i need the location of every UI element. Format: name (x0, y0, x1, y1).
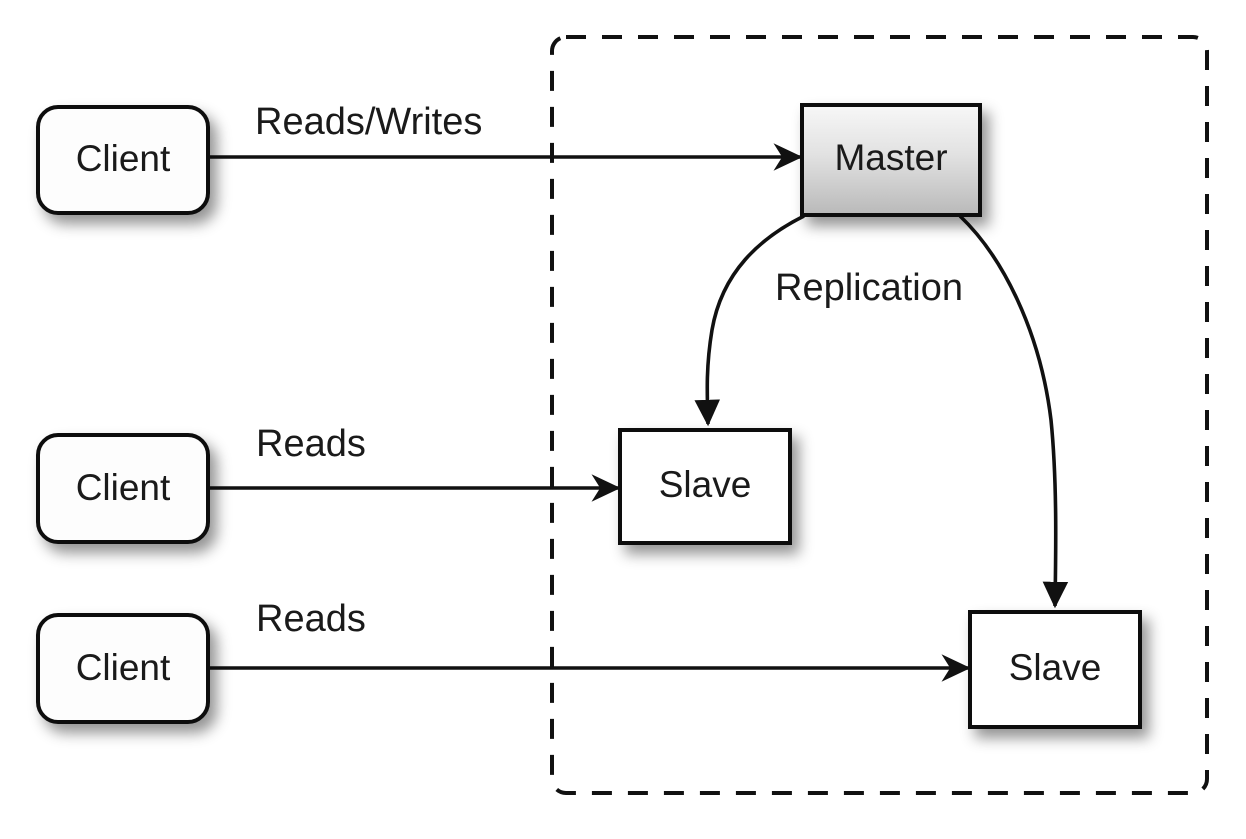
edge-label-replication: Replication (775, 267, 963, 309)
edge-label-reads-writes: Reads/Writes (255, 101, 482, 143)
client2-box (36, 433, 210, 544)
slave2-label: Slave (1009, 647, 1102, 688)
slave1-label: Slave (659, 464, 752, 505)
slave2-box (968, 610, 1142, 729)
edge-label-reads-slave2: Reads (256, 598, 366, 640)
node-client1[interactable]: Client (36, 105, 210, 215)
edge-master-to-slave2-replication (958, 214, 1069, 609)
client3-box (36, 613, 210, 724)
client1-box (36, 105, 210, 215)
node-master[interactable]: Master (800, 103, 982, 217)
node-client3[interactable]: Client (36, 613, 210, 724)
client1-label: Client (76, 138, 171, 179)
master-box (800, 103, 982, 217)
node-client2[interactable]: Client (36, 433, 210, 544)
edge-label-reads-slave1: Reads (256, 423, 366, 465)
master-label: Master (834, 137, 947, 178)
client2-label: Client (76, 467, 171, 508)
edge-master-to-slave1-replication (694, 214, 805, 427)
client3-label: Client (76, 647, 171, 688)
slave1-box (618, 428, 792, 545)
node-slave2[interactable]: Slave (968, 610, 1142, 729)
node-slave1[interactable]: Slave (618, 428, 792, 545)
server-boundary-region (550, 35, 1209, 795)
